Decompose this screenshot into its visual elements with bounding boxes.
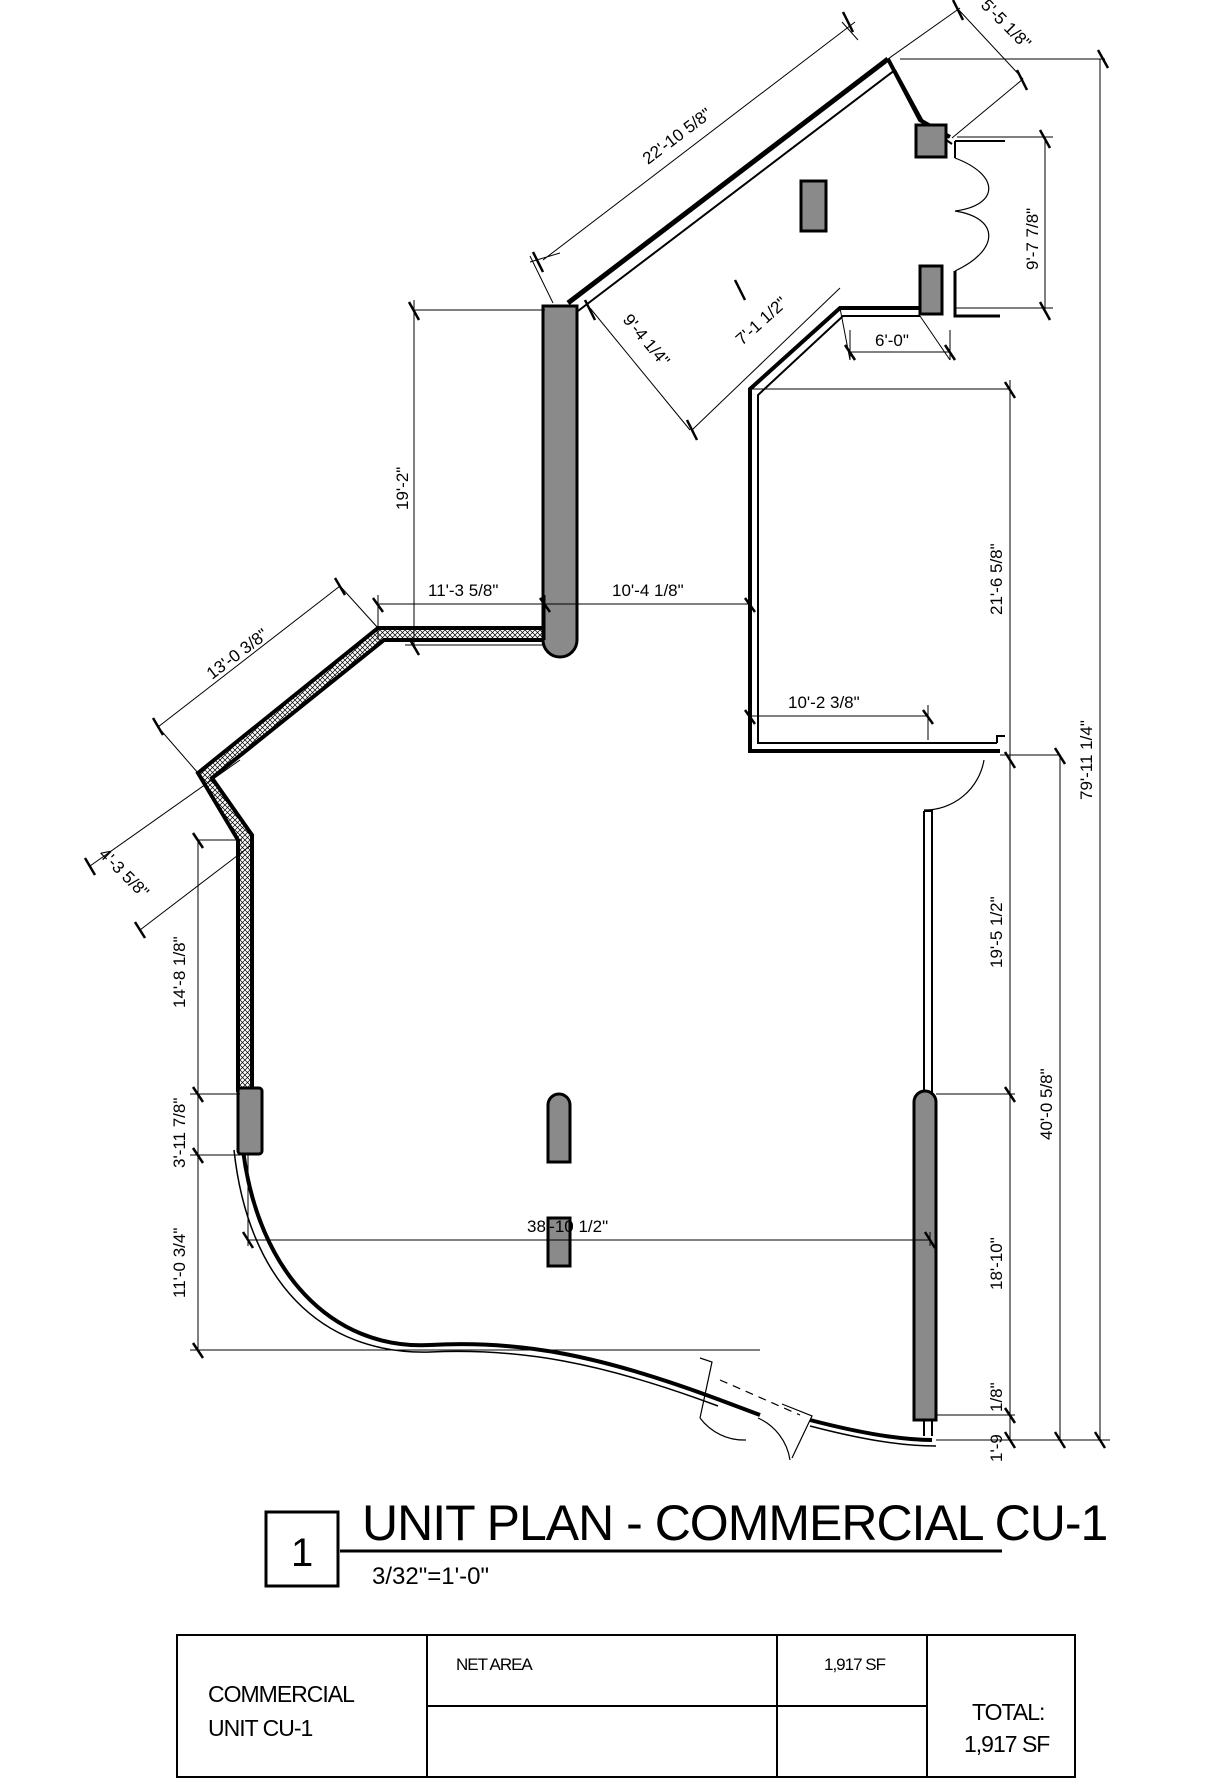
dim-mid-left-run: 11'-3 5/8" xyxy=(428,581,498,600)
drawing-title-text: UNIT PLAN - COMMERCIAL CU-1 xyxy=(362,1495,1107,1551)
dim-overall-height: 79'-11 1/4" xyxy=(1077,720,1096,800)
dim-left-diag-small: 4'-3 5/8" xyxy=(95,844,152,901)
dim-top-diagonal: 22'-10 5/8" xyxy=(639,104,715,168)
dimension-ticks xyxy=(83,0,1110,1449)
columns xyxy=(236,123,948,1422)
dim-entry-height: 9'-7 7/8" xyxy=(1023,208,1042,270)
dim-right-bottom-b: 1/8" xyxy=(987,1382,1006,1412)
dim-bottom-width: 38'-10 1/2" xyxy=(527,1217,608,1236)
dim-upper-left-diag: 9'-4 1/4" xyxy=(619,310,674,370)
dim-right-upper-height: 21'-6 5/8" xyxy=(987,543,1006,615)
dim-right-lower: 18'-10" xyxy=(987,1237,1006,1290)
dim-entry-width: 6'-0" xyxy=(875,331,909,350)
area-schedule-table: COMMERCIAL UNIT CU-1 NET AREA 1,917 SF T… xyxy=(176,1634,1076,1778)
entry-pier-bottom xyxy=(918,264,944,316)
schedule-total-line2: 1,917 SF xyxy=(964,1731,1050,1757)
right-storefront-column xyxy=(912,1089,938,1422)
dim-mid-right-run: 10'-4 1/8" xyxy=(612,581,684,600)
curved-storefront-wall xyxy=(241,1149,761,1417)
entry-pier-top xyxy=(914,123,948,159)
dim-column-height: 19'-2" xyxy=(393,467,412,510)
drawing-number: 1 xyxy=(291,1531,313,1575)
schedule-total-line1: TOTAL: xyxy=(972,1699,1044,1725)
dim-left-wall-height: 14'-8 1/8" xyxy=(170,936,189,1008)
doors xyxy=(699,157,990,1461)
drawing-number-box xyxy=(264,1510,340,1588)
schedule-unit-line2: UNIT CU-1 xyxy=(208,1715,313,1741)
upper-inner-diagonal-wall xyxy=(748,306,1000,753)
hatched-exterior-wall xyxy=(195,626,547,1092)
center-column-square xyxy=(546,1216,572,1268)
dim-notch-width: 10'-2 3/8" xyxy=(788,693,860,712)
upper-column xyxy=(799,179,828,233)
dim-upper-inner-diag: 7'-1 1/2" xyxy=(732,293,791,349)
dim-right-bottom-a: 1'-9 xyxy=(987,1434,1006,1462)
drawing-scale: 3/32"=1'-0" xyxy=(372,1563,489,1590)
dim-right-mid-height: 19'-5 1/2" xyxy=(987,896,1006,968)
left-pier xyxy=(236,1086,264,1156)
dim-curve-height: 11'-0 3/4" xyxy=(170,1228,189,1298)
side-door-swing xyxy=(923,759,985,811)
schedule-unit-line1: COMMERCIAL xyxy=(208,1681,355,1707)
dim-right-total: 40'-0 5/8" xyxy=(1037,1068,1056,1140)
schedule-area-label: NET AREA xyxy=(456,1655,533,1674)
dimension-lines xyxy=(89,7,1110,1441)
center-column-round xyxy=(546,1092,572,1164)
dim-top-right-diag: 5'-5 1/8" xyxy=(977,0,1034,53)
top-diagonal-wall xyxy=(566,57,890,305)
schedule-area-value: 1,917 SF xyxy=(824,1655,886,1674)
dim-left-upper-diag: 13'-0 3/8" xyxy=(203,625,272,683)
drawing-title: 1 UNIT PLAN - COMMERCIAL CU-1 3/32"=1'-0… xyxy=(264,1495,1108,1590)
dim-left-pier: 3'-11 7/8" xyxy=(170,1098,189,1168)
walls xyxy=(233,57,1005,1447)
entry-double-door-swing xyxy=(954,157,990,272)
